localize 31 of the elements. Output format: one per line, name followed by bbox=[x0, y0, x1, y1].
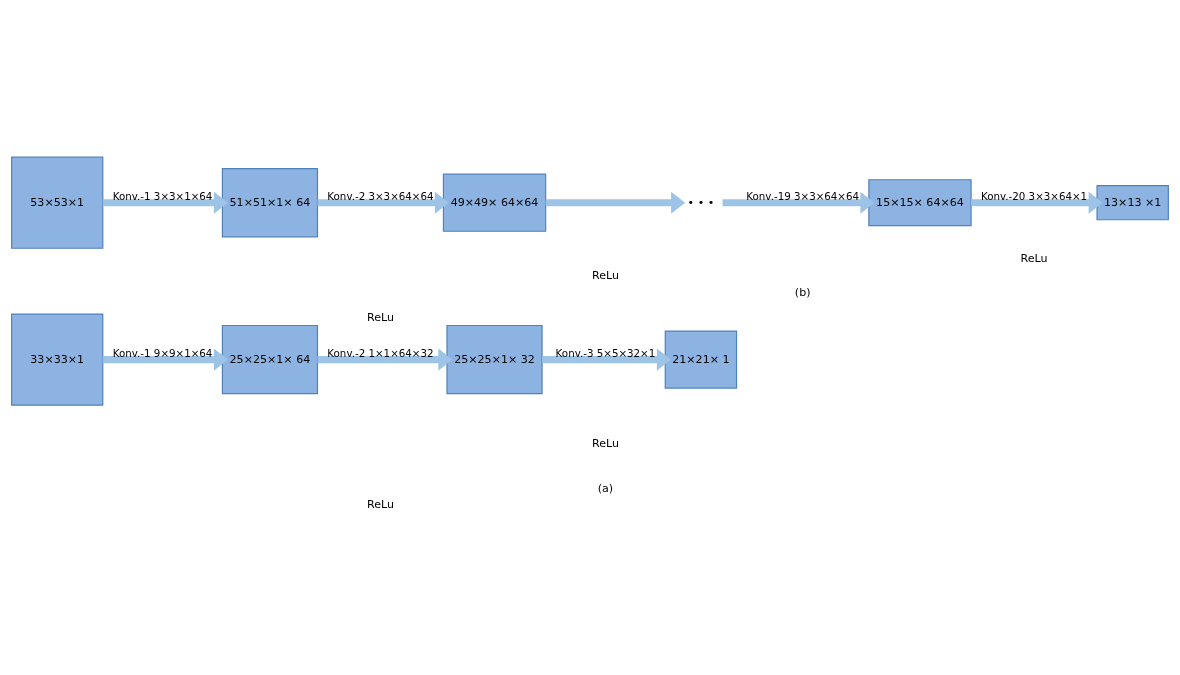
arrow bbox=[317, 191, 449, 214]
node-box: 13×13 ×1 bbox=[1096, 184, 1169, 220]
arrow bbox=[102, 348, 228, 371]
node-box: 15×15× 64×64 bbox=[868, 178, 972, 226]
edge-label: Konv.-3 5×5×32×1 bbox=[555, 346, 656, 359]
label: ReLu bbox=[1020, 251, 1048, 265]
node-box: 25×25×1× 64 bbox=[221, 324, 319, 394]
node-box: 25×25×1× 32 bbox=[446, 324, 543, 394]
node-text: • • • bbox=[687, 195, 715, 209]
edge-label: Konv.-20 3×3×64×1 bbox=[980, 189, 1088, 202]
edge-label: Konv.-1 3×3×1×64 bbox=[112, 189, 213, 202]
label: (a) bbox=[597, 481, 614, 495]
arrow bbox=[102, 191, 228, 214]
label: ReLu bbox=[591, 436, 619, 450]
node-box: 51×51×1× 64 bbox=[221, 167, 319, 237]
label: ReLu bbox=[366, 310, 394, 324]
arrow bbox=[545, 191, 686, 214]
arrow bbox=[971, 191, 1103, 214]
edge-label: Konv.-19 3×3×64×64 bbox=[746, 189, 860, 202]
label: ReLu bbox=[366, 497, 394, 510]
node-box: 33×33×1 bbox=[11, 312, 104, 406]
edge-label: Konv.-2 3×3×64×64 bbox=[327, 189, 434, 202]
node-box: 49×49× 64×64 bbox=[442, 173, 547, 232]
edge-label: Konv.-1 9×9×1×64 bbox=[112, 346, 213, 359]
node-box: 53×53×1 bbox=[11, 156, 104, 249]
arrow bbox=[317, 348, 453, 371]
arrow bbox=[542, 348, 671, 371]
label: (b) bbox=[794, 285, 811, 299]
label: ReLu bbox=[591, 268, 619, 282]
node-box: 21×21× 1 bbox=[664, 329, 738, 389]
edge-label: Konv.-2 1×1×64×32 bbox=[327, 346, 434, 359]
